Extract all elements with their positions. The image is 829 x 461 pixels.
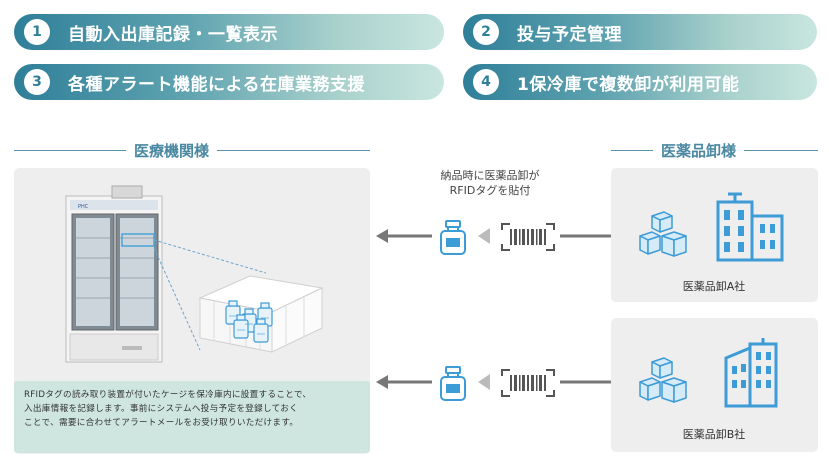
section-label: 医療機関様 — [134, 141, 210, 160]
feature-number: 4 — [473, 69, 499, 95]
feature-pill-3: 3 各種アラート機能による在庫業務支援 — [14, 64, 444, 100]
feature-pill-2: 2 投与予定管理 — [463, 14, 817, 50]
section-label: 医薬品卸様 — [661, 141, 737, 160]
vial-icon — [440, 366, 466, 401]
boxes-icon — [639, 211, 687, 257]
building-icon — [716, 192, 784, 262]
barcode-tag-icon — [501, 223, 555, 251]
feature-number: 1 — [24, 19, 50, 45]
feature-number: 3 — [24, 69, 50, 95]
delivery-note: 納品時に医薬品卸が RFIDタグを貼付 — [415, 168, 565, 198]
description-box: RFIDタグの読み取り装置が付いたケージを保冷庫内に設置することで、 入出庫情報… — [14, 381, 370, 453]
description-line: ことで、需要に合わせてアラートメールをお受け取りいただけます。 — [24, 418, 299, 428]
feature-text: 自動入出庫記録・一覧表示 — [68, 24, 278, 45]
building-icon — [724, 338, 778, 408]
boxes-icon — [639, 357, 687, 403]
description-line: RFIDタグの読み取り装置が付いたケージを保冷庫内に設置することで、 — [24, 390, 312, 400]
fridge-illustration: PHC — [65, 185, 163, 363]
feature-text: 投与予定管理 — [517, 24, 622, 45]
svg-text:PHC: PHC — [78, 204, 89, 210]
feature-pill-1: 1 自動入出庫記録・一覧表示 — [14, 14, 444, 50]
feature-number: 2 — [473, 19, 499, 45]
company-name-b: 医薬品卸B社 — [682, 428, 746, 441]
section-title-wholesaler: 医薬品卸様 — [611, 140, 818, 160]
feature-pill-4: 4 1保冷庫で複数卸が利用可能 — [463, 64, 817, 100]
feature-text: 1保冷庫で複数卸が利用可能 — [517, 74, 740, 95]
vial-icon — [440, 220, 466, 255]
delivery-note-line: RFIDタグを貼付 — [449, 184, 531, 197]
company-name-a: 医薬品卸A社 — [682, 280, 746, 293]
feature-text: 各種アラート機能による在庫業務支援 — [68, 74, 365, 95]
rfid-cage-illustration — [198, 275, 324, 353]
section-title-medical: 医療機関様 — [14, 140, 370, 160]
description-line: 入出庫情報を記録します。事前にシステムへ投与予定を登録しておく — [24, 404, 299, 414]
delivery-note-line: 納品時に医薬品卸が — [440, 169, 540, 182]
barcode-tag-icon — [501, 369, 555, 397]
